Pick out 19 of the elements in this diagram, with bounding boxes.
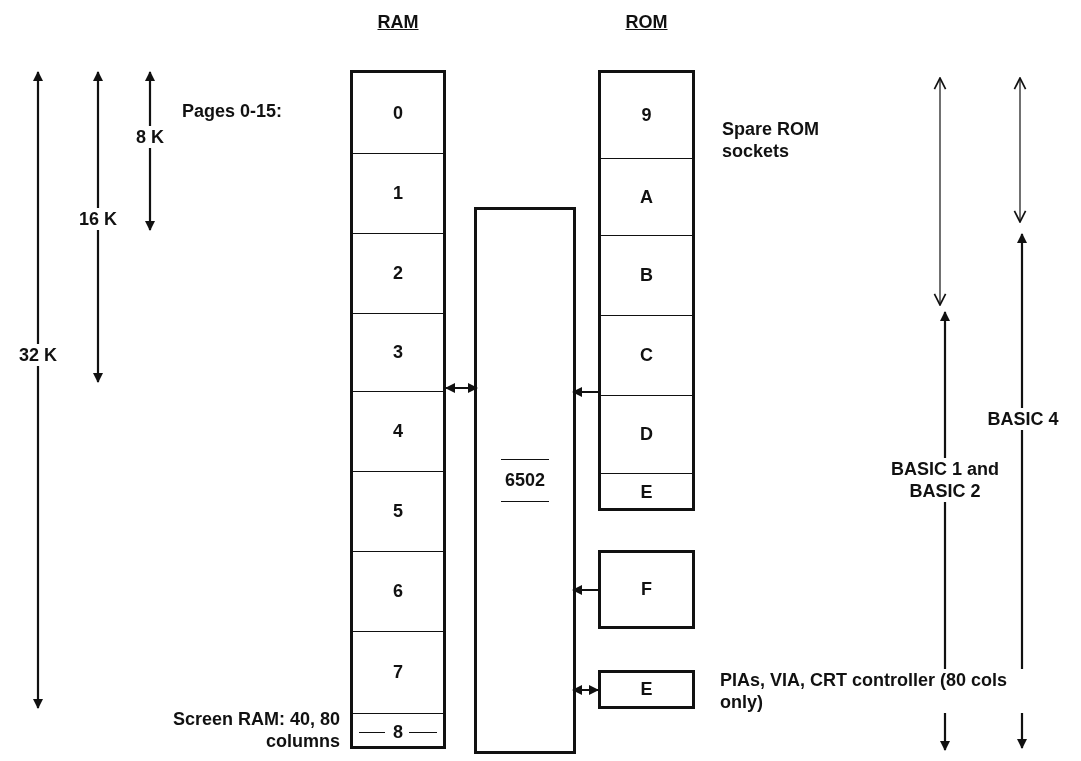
chip-label: 6502 (500, 459, 549, 502)
memory-block: E (598, 670, 695, 709)
memory-page-cell: 5 (353, 471, 443, 551)
column-heading: ROM (624, 12, 669, 33)
memory-page-cell: E (601, 473, 692, 511)
memory-block: F (598, 550, 695, 629)
memory-page-cell: A (601, 158, 692, 235)
memory-page-cell: 9 (601, 73, 692, 158)
annotation-label: 32 K (16, 344, 60, 366)
memory-page-cell: C (601, 315, 692, 395)
memory-page-cell: 4 (353, 391, 443, 471)
memory-page-cell: D (601, 395, 692, 473)
memory-page-cell: 3 (353, 313, 443, 391)
memory-page-cell: 2 (353, 233, 443, 313)
memory-page-cell: 6 (353, 551, 443, 631)
memory-page-cell: 1 (353, 153, 443, 233)
memory-page-cell: B (601, 235, 692, 315)
memory-page-cell: 0 (353, 73, 443, 153)
column-heading: RAM (376, 12, 420, 33)
